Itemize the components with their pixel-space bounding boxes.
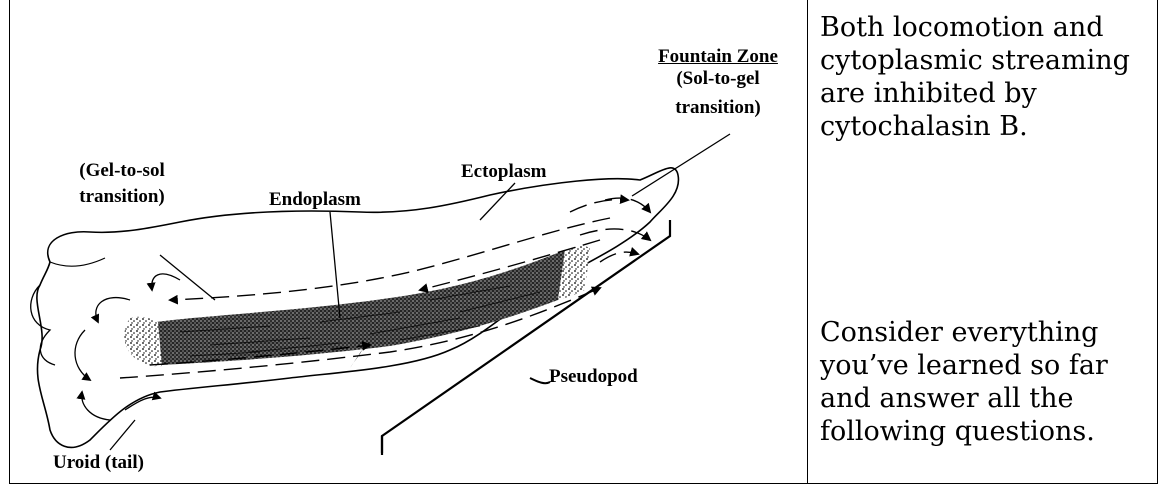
paragraph2-line: you’ve learned so far: [820, 349, 1160, 382]
column-divider: [807, 0, 808, 484]
paragraph2-line: and answer all the: [820, 382, 1160, 415]
ectoplasm-label: Ectoplasm: [461, 161, 547, 183]
gel-to-sol-line2: transition): [79, 186, 165, 208]
amoeba-diagram: Fountain Zone (Sol-to-gel transition) (G…: [10, 0, 807, 484]
endoplasm-label: Endoplasm: [269, 189, 361, 211]
pseudopod-label: Pseudopod: [549, 366, 638, 388]
uroid-label: Uroid (tail): [53, 452, 144, 474]
paragraph1-line: cytoplasmic streaming: [820, 44, 1160, 77]
fountain-zone-line1: (Sol-to-gel: [658, 68, 778, 90]
gel-to-sol-line1: (Gel-to-sol: [79, 160, 165, 182]
paragraph-inhibition: Both locomotion and cytoplasmic streamin…: [820, 11, 1160, 143]
fountain-zone-title: Fountain Zone: [658, 46, 778, 68]
fountain-zone-label: Fountain Zone (Sol-to-gel transition): [658, 46, 778, 119]
gel-to-sol-label: (Gel-to-sol transition): [79, 160, 165, 208]
paragraph1-line: are inhibited by: [820, 77, 1160, 110]
endoplasm-core: [155, 250, 565, 365]
paragraph2-line: Consider everything: [820, 316, 1160, 349]
paragraph2-line: following questions.: [820, 415, 1160, 448]
fountain-zone-line2: transition): [658, 97, 778, 119]
paragraph1-line: Both locomotion and: [820, 11, 1160, 44]
paragraph1-line: cytochalasin B.: [820, 110, 1160, 143]
paragraph-instructions: Consider everything you’ve learned so fa…: [820, 316, 1160, 448]
